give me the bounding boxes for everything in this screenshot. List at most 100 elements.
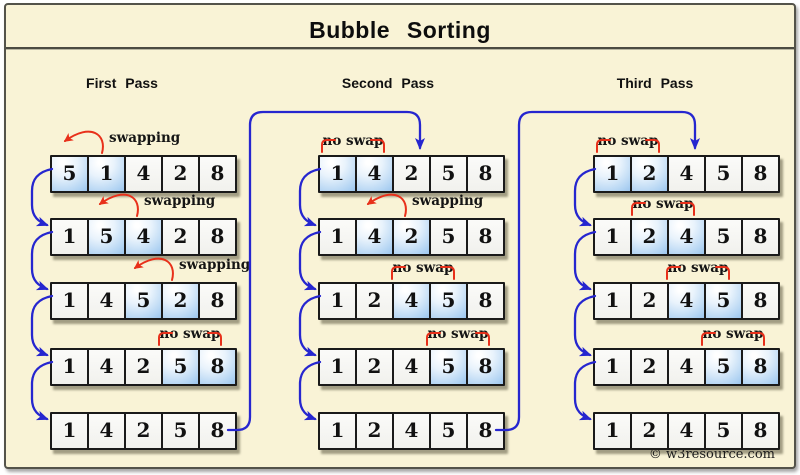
array-cell: 2: [394, 157, 431, 191]
array-cell-highlighted: 5: [431, 350, 468, 384]
watermark-copyright: © w3resource.com: [648, 447, 775, 462]
array-cell: 1: [52, 284, 89, 318]
array-cell: 4: [394, 414, 431, 448]
array-cell: 5: [163, 414, 200, 448]
array-cell: 4: [669, 414, 706, 448]
array-cell: 5: [706, 157, 743, 191]
array-cell: 1: [52, 350, 89, 384]
array-cell: 2: [632, 350, 669, 384]
array-cell-highlighted: 5: [89, 220, 126, 254]
array-cell: 1: [595, 414, 632, 448]
array-cell: 2: [632, 284, 669, 318]
array-cell: 4: [89, 350, 126, 384]
array-cell-highlighted: 8: [468, 350, 503, 384]
array-cell-highlighted: 1: [595, 157, 632, 191]
array-cell: 8: [743, 220, 778, 254]
array-cell-highlighted: 2: [632, 220, 669, 254]
array-cell: 2: [126, 350, 163, 384]
array-cell: 5: [431, 157, 468, 191]
pass-label-third: Third Pass: [616, 75, 694, 91]
array-cell-highlighted: 5: [431, 284, 468, 318]
array-cell: 5: [431, 220, 468, 254]
array-cell: 2: [163, 157, 200, 191]
no-swap-label: no swap: [702, 326, 764, 342]
array-cell-highlighted: 4: [126, 220, 163, 254]
no-swap-label: no swap: [632, 196, 694, 212]
array-cell: 8: [468, 220, 503, 254]
diagram-title: Bubble Sorting: [309, 17, 491, 43]
array-cell: 8: [468, 157, 503, 191]
array-cell: 8: [468, 284, 503, 318]
no-swap-label: no swap: [322, 133, 384, 149]
array-cell-highlighted: 1: [89, 157, 126, 191]
array-cell-highlighted: 5: [52, 157, 89, 191]
swapping-label: swapping: [109, 130, 181, 146]
array-cell: 1: [595, 284, 632, 318]
array-cell-highlighted: 4: [394, 284, 431, 318]
no-swap-label: no swap: [159, 326, 221, 342]
title-separator: [6, 47, 794, 50]
array-cell: 8: [743, 284, 778, 318]
array-cell-highlighted: 8: [743, 350, 778, 384]
array-cell: 4: [89, 414, 126, 448]
array-cell: 4: [669, 157, 706, 191]
pass-label-first: First Pass: [86, 75, 158, 91]
array-cell: 2: [357, 350, 394, 384]
array-cell: 2: [357, 414, 394, 448]
array-cell: 2: [163, 220, 200, 254]
array-cell-highlighted: 5: [126, 284, 163, 318]
array-cell: 4: [669, 350, 706, 384]
no-swap-label: no swap: [392, 260, 454, 276]
array-cell-highlighted: 4: [357, 157, 394, 191]
no-swap-label: no swap: [667, 260, 729, 276]
array-cell-highlighted: 5: [706, 284, 743, 318]
array-cell: 1: [320, 414, 357, 448]
array-cell: 4: [394, 350, 431, 384]
pass-label-second: Second Pass: [341, 75, 435, 91]
array-cell: 4: [126, 157, 163, 191]
array-cell: 2: [126, 414, 163, 448]
array-cell-highlighted: 1: [320, 157, 357, 191]
array-cell: 2: [357, 284, 394, 318]
array-cell: 5: [706, 220, 743, 254]
array-cell-highlighted: 4: [357, 220, 394, 254]
array-cell: 1: [320, 220, 357, 254]
array-cell: 8: [200, 157, 235, 191]
array-cell: 1: [595, 350, 632, 384]
array-cell: 8: [743, 414, 778, 448]
array-cell: 8: [200, 414, 235, 448]
array-cell: 1: [52, 414, 89, 448]
array-cell-highlighted: 5: [163, 350, 200, 384]
swapping-label: swapping: [412, 193, 484, 209]
array-cell: 8: [468, 414, 503, 448]
array-cell: 5: [706, 414, 743, 448]
array-cell-highlighted: 8: [200, 350, 235, 384]
array-cell-highlighted: 4: [669, 220, 706, 254]
swapping-label: swapping: [179, 257, 251, 273]
swapping-label: swapping: [144, 193, 216, 209]
array-cell: 4: [89, 284, 126, 318]
array-cell: 1: [595, 220, 632, 254]
array-cell: 5: [431, 414, 468, 448]
array-cell: 8: [200, 284, 235, 318]
array-cell-highlighted: 2: [632, 157, 669, 191]
array-cell-highlighted: 5: [706, 350, 743, 384]
array-cell: 8: [743, 157, 778, 191]
array-cell: 8: [200, 220, 235, 254]
